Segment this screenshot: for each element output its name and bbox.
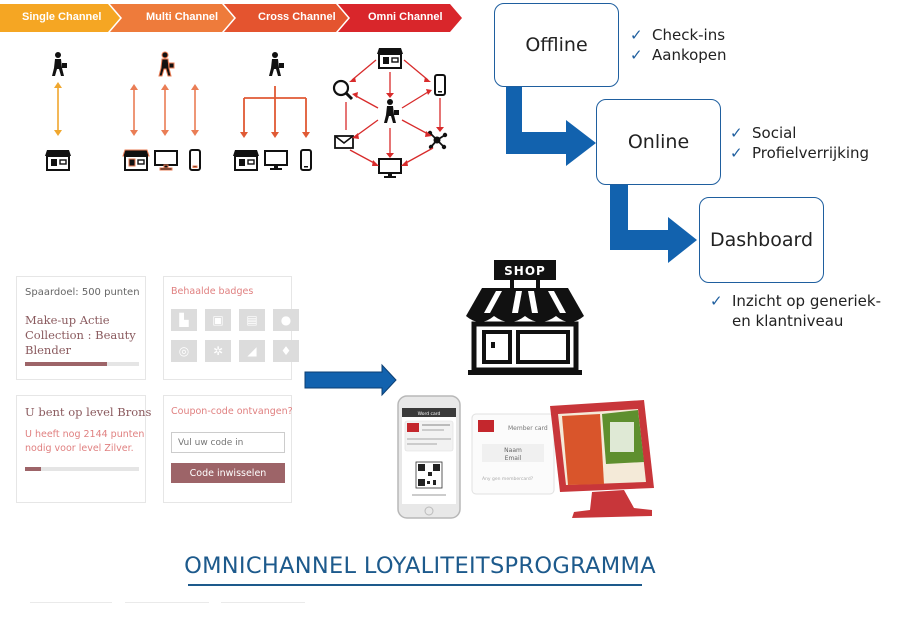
member-card-email: Email bbox=[505, 455, 522, 462]
member-card-link: Any gen membercard? bbox=[482, 476, 534, 482]
savings-goal-label: Spaardoel: 500 punten bbox=[25, 287, 140, 298]
shop-sign-text: SHOP bbox=[504, 264, 546, 278]
checklist-item: ✓Profielverrijking bbox=[730, 144, 870, 162]
channel-illustrations bbox=[44, 47, 448, 179]
shop-icon: SHOP bbox=[466, 260, 584, 375]
savings-goal-panel: Spaardoel: 500 punten Make-up Actie Coll… bbox=[16, 276, 146, 380]
qr-code bbox=[415, 461, 443, 489]
level-title: U bent op level Brons bbox=[25, 405, 152, 419]
level-points-line-1: U heeft nog 2144 punten bbox=[25, 429, 145, 440]
title-underline bbox=[188, 584, 642, 586]
check-icon: ✓ bbox=[710, 292, 723, 310]
single-channel-diagram bbox=[44, 52, 72, 171]
coupon-title: Coupon-code ontvangen? bbox=[171, 406, 293, 417]
thumbs-up-icon[interactable]: ♦ bbox=[273, 340, 299, 362]
badges-panel: Behaalde badges ▙ ▣ ▤ ● ◎ ✲ ◢ ♦ bbox=[163, 276, 299, 380]
channel-label-multi: Multi Channel bbox=[146, 11, 219, 23]
molecule-icon[interactable]: ✲ bbox=[205, 340, 231, 362]
footer-rule bbox=[30, 602, 112, 603]
chevron-single bbox=[0, 4, 120, 32]
member-card: Member card Naam Email Any gen membercar… bbox=[471, 413, 555, 495]
cross-channel-diagram bbox=[232, 52, 312, 171]
channel-label-cross: Cross Channel bbox=[258, 11, 336, 23]
loyalty-devices-illustration: Word card Member card Naam Email Any gen… bbox=[397, 395, 654, 519]
boot-icon[interactable]: ▙ bbox=[171, 309, 197, 331]
flow-step-offline: Offline bbox=[494, 3, 619, 87]
piggy-bank-icon[interactable]: ◎ bbox=[171, 340, 197, 362]
footer-rule bbox=[221, 602, 305, 603]
checklist-item: ✓Aankopen bbox=[630, 46, 727, 64]
certificate-icon[interactable]: ▤ bbox=[239, 309, 265, 331]
dashboard-checklist: ✓Inzicht op generiek- en klantniveau bbox=[708, 291, 881, 331]
page-title: OMNICHANNEL LOYALITEITSPROGRAMMA bbox=[184, 553, 656, 579]
level-panel: U bent op level Brons U heeft nog 2144 p… bbox=[16, 395, 151, 503]
tablet-kiosk bbox=[550, 400, 654, 518]
check-icon: ✓ bbox=[630, 46, 643, 64]
check-icon: ✓ bbox=[730, 144, 743, 162]
savings-product-line-1: Make-up Actie bbox=[25, 313, 110, 327]
savings-product-line-3: Blender bbox=[25, 343, 72, 357]
checklist-item: ✓Inzicht op generiek- bbox=[710, 292, 881, 310]
coupon-code-input[interactable] bbox=[171, 432, 285, 453]
check-icon: ✓ bbox=[730, 124, 743, 142]
member-card-name: Naam bbox=[504, 447, 522, 454]
checklist-item: ✓Check-ins bbox=[630, 26, 726, 44]
savings-progress-fill bbox=[25, 362, 108, 366]
level-progress-fill bbox=[25, 467, 41, 471]
coupon-panel: Coupon-code ontvangen? Code inwisselen bbox=[163, 395, 293, 503]
footer-rule bbox=[125, 602, 209, 603]
level-progress-bar bbox=[25, 467, 139, 471]
check-icon: ✓ bbox=[630, 26, 643, 44]
channel-chevron-banner bbox=[0, 4, 462, 32]
channel-label-omni: Omni Channel bbox=[368, 11, 443, 23]
dashboard-to-store-arrow bbox=[304, 363, 397, 397]
offline-to-online-arrow bbox=[506, 86, 596, 166]
online-checklist: ✓Social ✓Profielverrijking bbox=[728, 123, 869, 163]
channel-label-single: Single Channel bbox=[22, 11, 102, 23]
phone-header-text: Word card bbox=[418, 411, 441, 417]
savings-product-line-2: Collection : Beauty bbox=[25, 328, 136, 342]
chevron-omni bbox=[338, 4, 462, 32]
online-to-dashboard-arrow bbox=[610, 185, 697, 263]
offline-checklist: ✓Check-ins ✓Aankopen bbox=[628, 25, 727, 65]
badge-grid: ▙ ▣ ▤ ● ◎ ✲ ◢ ♦ bbox=[171, 309, 299, 362]
checklist-item: en klantniveau bbox=[732, 312, 844, 330]
flow-step-dashboard: Dashboard bbox=[699, 197, 824, 283]
multi-channel-diagram bbox=[122, 51, 201, 171]
group-icon[interactable]: ● bbox=[273, 309, 299, 331]
flow-step-online: Online bbox=[596, 99, 721, 185]
checklist-item: ✓Social bbox=[730, 124, 797, 142]
omni-channel-diagram bbox=[332, 47, 448, 179]
level-points-line-2: nodig voor level Zilver. bbox=[25, 443, 134, 454]
cap-icon[interactable]: ◢ bbox=[239, 340, 265, 362]
redeem-code-button[interactable]: Code inwisselen bbox=[171, 463, 285, 483]
smartphone: Word card bbox=[397, 395, 461, 519]
savings-progress-bar bbox=[25, 362, 139, 366]
chevron-cross bbox=[224, 4, 348, 32]
badges-title: Behaalde badges bbox=[171, 286, 254, 297]
chevron-multi bbox=[110, 4, 234, 32]
photo-icon[interactable]: ▣ bbox=[205, 309, 231, 331]
member-card-title: Member card bbox=[508, 425, 548, 432]
